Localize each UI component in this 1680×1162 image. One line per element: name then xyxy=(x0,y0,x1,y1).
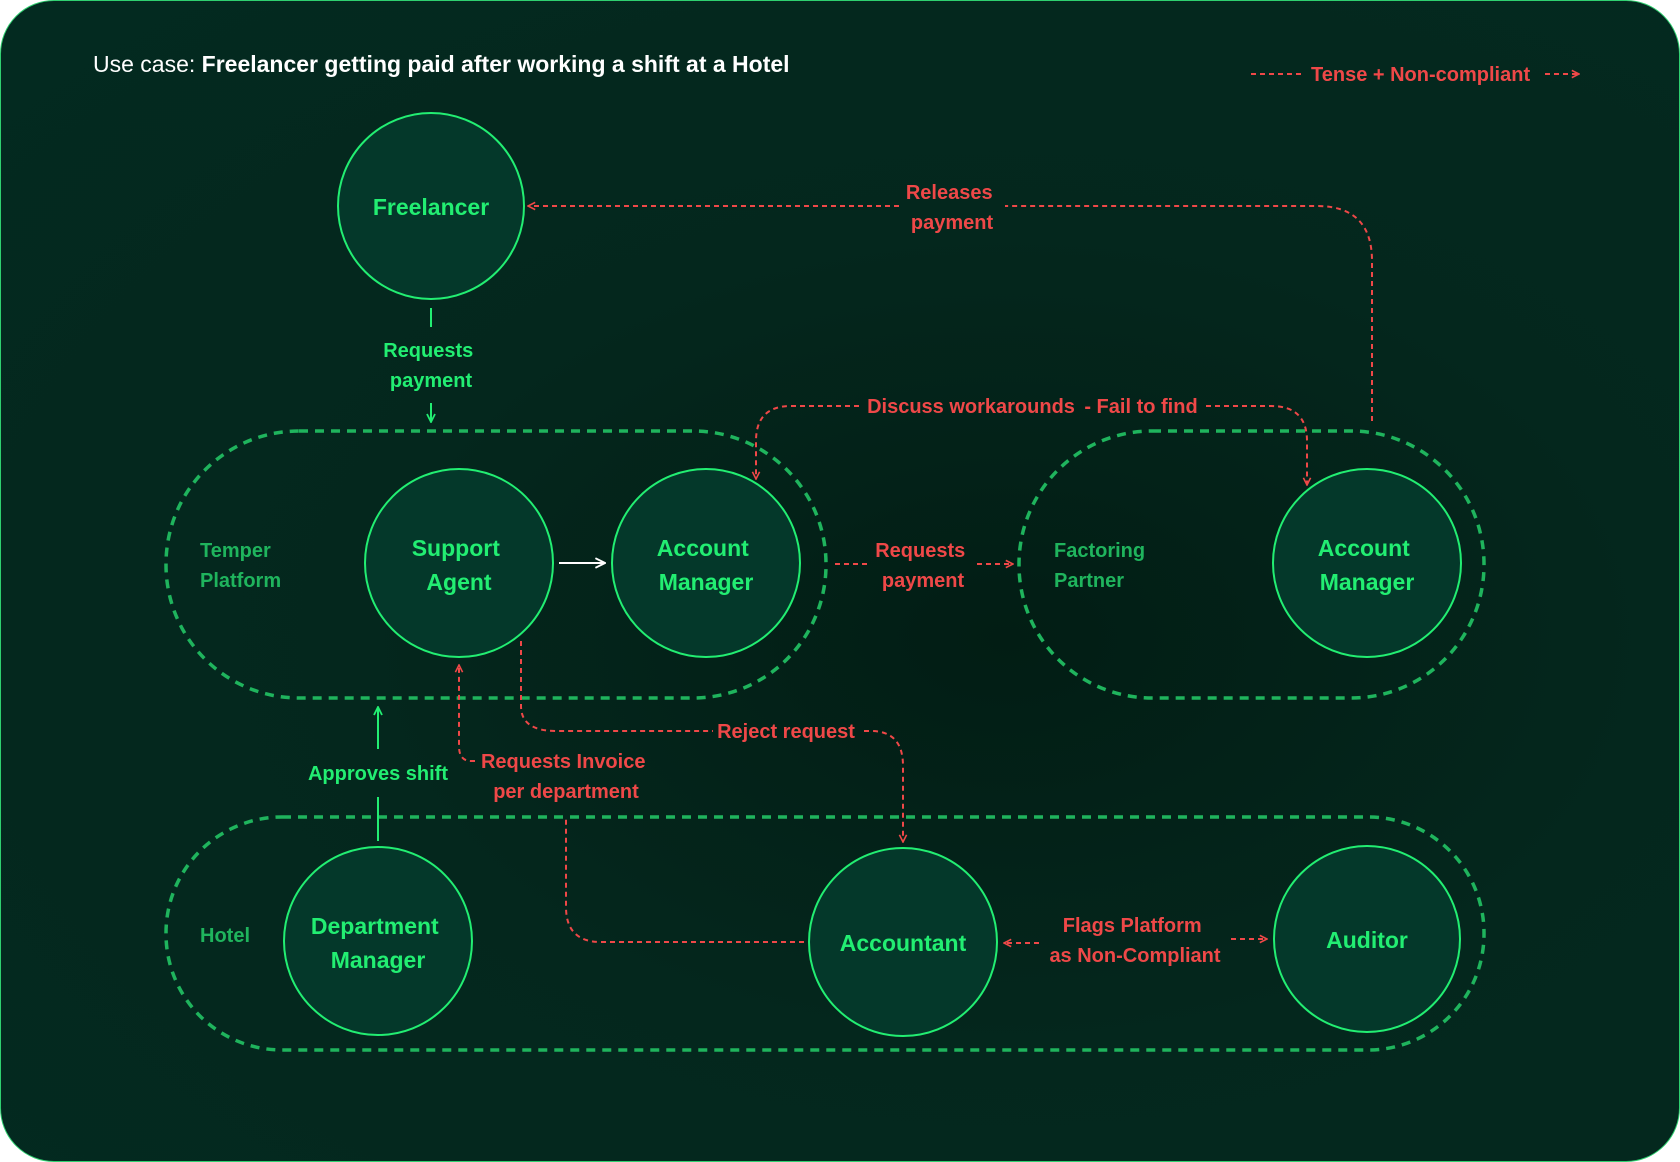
title-prefix: Use case: xyxy=(93,51,202,77)
edge-invoice-arrow xyxy=(459,665,475,762)
node-label-accountant: Accountant xyxy=(840,930,967,956)
edge-invoice-line-bottom xyxy=(565,819,804,943)
edge-label-approves-shift: Approves shift xyxy=(308,763,448,785)
group-label-factoring: Factoring Partner xyxy=(1054,540,1151,592)
node-label-department-manager: Department Manager xyxy=(311,913,445,973)
node-label-account-manager-temper: Account Manager xyxy=(657,535,755,595)
legend-label: Tense + Non-compliant xyxy=(1311,64,1530,86)
group-factoring-partner xyxy=(1017,429,1486,700)
node-accountant: Accountant xyxy=(808,847,998,1037)
edge-label-releases-payment: Releases payment xyxy=(906,182,998,234)
group-temper-platform xyxy=(164,429,828,700)
legend: Tense + Non-compliant xyxy=(1251,64,1579,86)
title-main: Freelancer getting paid after working a … xyxy=(202,51,790,77)
edge-releases-line-right xyxy=(1005,205,1373,421)
edge-label-flags-platform: Flags Platform as Non-Compliant xyxy=(1049,915,1220,967)
group-hotel xyxy=(164,815,1486,1052)
node-freelancer: Freelancer xyxy=(337,112,525,300)
node-label-support-agent: Support Agent xyxy=(412,535,507,595)
edge-label-fail-to-find: - Fail to find xyxy=(1084,396,1197,418)
node-label-freelancer: Freelancer xyxy=(373,194,489,220)
group-label-temper: Temper Platform xyxy=(200,540,281,592)
diagram-title: Use case: Freelancer getting paid after … xyxy=(93,51,790,77)
group-label-hotel: Hotel xyxy=(200,925,250,947)
edge-label-requests-payment-factoring: Requests payment xyxy=(875,540,971,592)
edge-label-requests-payment-freelancer: Requests payment xyxy=(383,340,479,392)
edge-reject-line-left xyxy=(520,641,713,732)
node-account-manager-factoring: Account Manager xyxy=(1272,468,1462,658)
node-department-manager: Department Manager xyxy=(283,846,473,1036)
node-support-agent: Support Agent xyxy=(364,468,554,658)
edge-fail-arrow-right xyxy=(1206,405,1307,485)
node-account-manager-temper: Account Manager xyxy=(611,468,801,658)
node-label-account-manager-factoring: Account Manager xyxy=(1318,535,1416,595)
node-auditor: Auditor xyxy=(1273,845,1461,1033)
edge-label-requests-invoice: Requests Invoice per department xyxy=(481,751,651,803)
edge-discuss-arrow-left xyxy=(756,405,859,479)
node-label-auditor: Auditor xyxy=(1326,927,1408,953)
edge-label-reject-request: Reject request xyxy=(717,721,855,743)
edge-label-discuss-workarounds: Discuss workarounds xyxy=(867,396,1075,418)
edge-reject-arrow xyxy=(864,730,903,842)
